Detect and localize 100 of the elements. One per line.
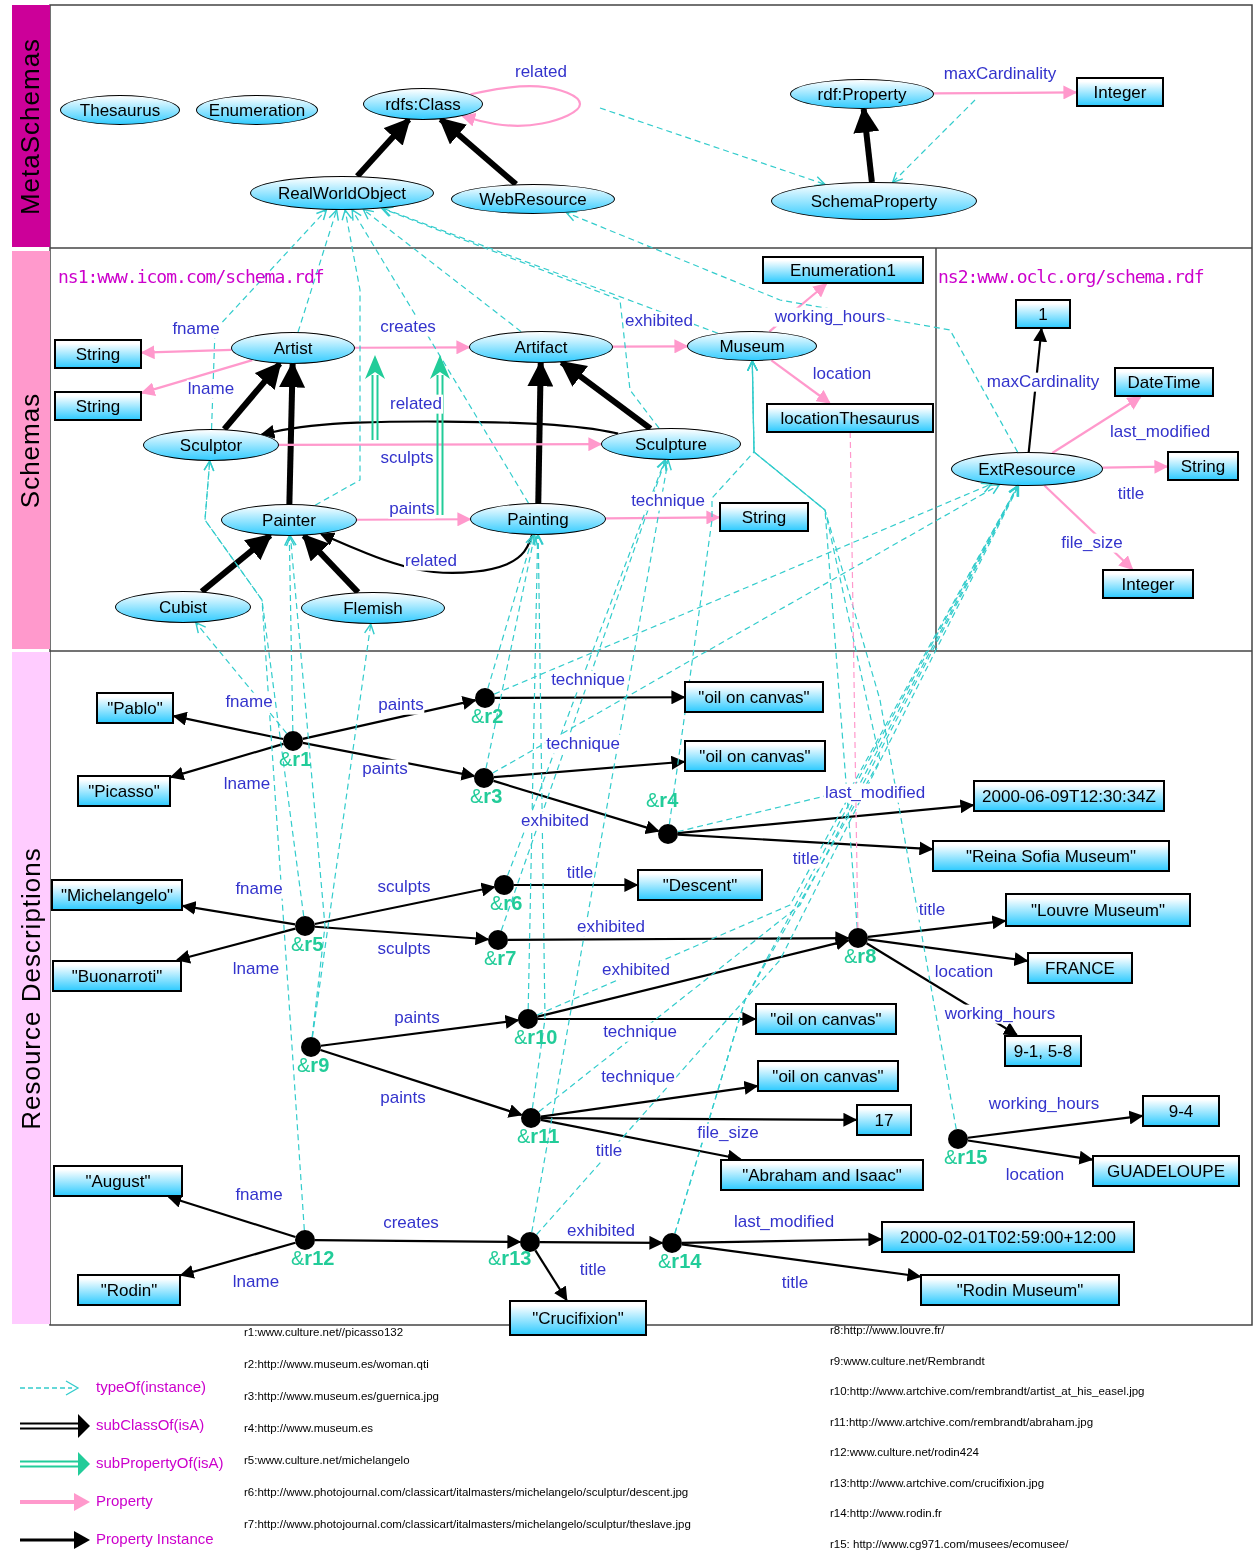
property-arrow xyxy=(319,532,534,574)
literal-value: FRANCE xyxy=(1045,959,1115,977)
edge-label: paints xyxy=(388,499,436,519)
type-of-arrow xyxy=(487,534,536,689)
literal-box xyxy=(856,1104,912,1136)
property-arrow xyxy=(493,755,686,779)
edge-label: last_modified xyxy=(732,1212,836,1232)
literal-box xyxy=(96,692,174,724)
literal-box xyxy=(755,1003,897,1035)
literal-value: "Abraham and Isaac" xyxy=(742,1166,902,1184)
resource-id: &r9 xyxy=(297,1055,330,1075)
literal-value: "August" xyxy=(85,1172,151,1190)
property-arrow xyxy=(540,1080,759,1118)
property-arrow xyxy=(867,938,1029,967)
literal-value: Enumeration1 xyxy=(790,261,896,279)
type-of-arrow xyxy=(674,485,1019,1234)
resource-id: &r13 xyxy=(488,1248,532,1268)
edge-label: lname xyxy=(186,379,236,399)
literal-value: "Rodin Museum" xyxy=(956,1281,1084,1299)
literal-value: GUADELOUPE xyxy=(1106,1162,1226,1180)
edge-label: technique xyxy=(630,491,706,511)
edge-label: exhibited xyxy=(600,960,672,980)
literal-box xyxy=(54,391,142,421)
literal-box xyxy=(762,256,924,284)
class-name: ExtResource xyxy=(978,460,1076,478)
property-arrow xyxy=(169,742,284,781)
property-arrow xyxy=(495,690,686,705)
property-arrow xyxy=(537,936,850,1018)
literal-box xyxy=(1005,893,1191,927)
type-of-arrow xyxy=(203,460,305,917)
property-arrow xyxy=(355,340,471,355)
edge-label: sculpts xyxy=(379,448,435,468)
literal-value: "Picasso" xyxy=(88,782,160,800)
class-name: Sculpture xyxy=(635,435,707,453)
edge-label: file_size xyxy=(1060,533,1124,553)
property-arrow xyxy=(867,915,1007,938)
type-of-arrow xyxy=(599,107,826,187)
property-arrow xyxy=(140,359,253,397)
resource-id: &r11 xyxy=(517,1126,560,1146)
property-arrow xyxy=(260,420,619,439)
resource-uri: r1:www.culture.net//picasso132 xyxy=(244,1326,404,1338)
resource-uri: r14:http://www.rodin.fr xyxy=(830,1507,942,1519)
literal-value: Integer xyxy=(1121,575,1175,593)
edge-label: working_hours xyxy=(773,307,887,327)
resource-id: &r7 xyxy=(484,948,517,968)
type-of-arrow xyxy=(485,534,539,769)
literal-box xyxy=(766,403,934,433)
resource-dot xyxy=(301,1037,321,1057)
resource-dot xyxy=(518,1009,538,1029)
property-arrow xyxy=(612,339,689,354)
type-of-arrow xyxy=(531,534,546,1109)
type-of-arrow xyxy=(203,460,305,1231)
class-name: rdf:Property xyxy=(817,85,907,103)
edge-label: technique xyxy=(550,670,626,690)
edge-label: last_modified xyxy=(823,783,927,803)
resource-uri: r4:http://www.museum.es xyxy=(244,1422,374,1434)
type-of-arrow xyxy=(492,484,1000,774)
edge-label: paints xyxy=(379,1088,427,1108)
literal-box xyxy=(509,1300,647,1336)
property-arrow xyxy=(279,437,603,452)
type-of-arrow xyxy=(506,459,667,877)
legend-label: subPropertyOf(isA) xyxy=(96,1454,224,1471)
literal-value: 2000-02-01T02:59:00+12:00 xyxy=(900,1228,1116,1246)
resource-id: &r6 xyxy=(490,893,523,913)
resource-dot xyxy=(662,1233,682,1253)
edge-label: title xyxy=(791,849,821,869)
resource-uri: r6:http://www.photojournal.com/classicart/italmasters/michelangelo/sculptur/descent.jpg xyxy=(244,1486,689,1498)
literal-box xyxy=(1015,299,1071,329)
class-name: Artist xyxy=(273,339,313,357)
type-of-arrow xyxy=(527,534,543,1010)
resource-uri: r13:http://www.artchive.com/crucifixion.jpg xyxy=(830,1476,1045,1489)
type-of-arrow xyxy=(536,485,1020,1236)
edge-label: fname xyxy=(171,319,221,339)
literal-value: "Reina Sofia Museum" xyxy=(966,847,1136,865)
edge-label: technique xyxy=(602,1022,678,1042)
resource-uri: r8:http://www.louvre.fr/ xyxy=(830,1324,945,1336)
literal-box xyxy=(1102,569,1194,599)
type-of-arrow xyxy=(891,99,976,184)
resource-uri: r12:www.culture.net/rodin424 xyxy=(830,1446,979,1458)
property-arrow xyxy=(315,1234,522,1249)
resource-id: &r4 xyxy=(646,790,679,810)
literal-value: "oil on canvas" xyxy=(772,1067,884,1085)
resource-dot xyxy=(475,688,495,708)
literal-value: String xyxy=(741,508,787,526)
resource-dot xyxy=(283,731,303,751)
resource-dot xyxy=(521,1108,541,1128)
class-name: Painter xyxy=(262,511,316,529)
literal-box xyxy=(881,1221,1135,1253)
property-arrow xyxy=(493,779,660,835)
legend-label: Property xyxy=(96,1492,153,1509)
edge-label: last_modified xyxy=(1108,422,1212,442)
class-name: Sculptor xyxy=(179,436,243,454)
literal-value: DateTime xyxy=(1127,373,1201,391)
property-arrow xyxy=(179,1241,296,1279)
resource-id: &r2 xyxy=(471,706,504,726)
literal-value: "Rodin" xyxy=(100,1281,158,1299)
property-arrow xyxy=(605,510,721,525)
edge-label: title xyxy=(917,900,947,920)
literal-box xyxy=(719,502,809,532)
literal-value: "Michelangelo" xyxy=(60,886,174,904)
